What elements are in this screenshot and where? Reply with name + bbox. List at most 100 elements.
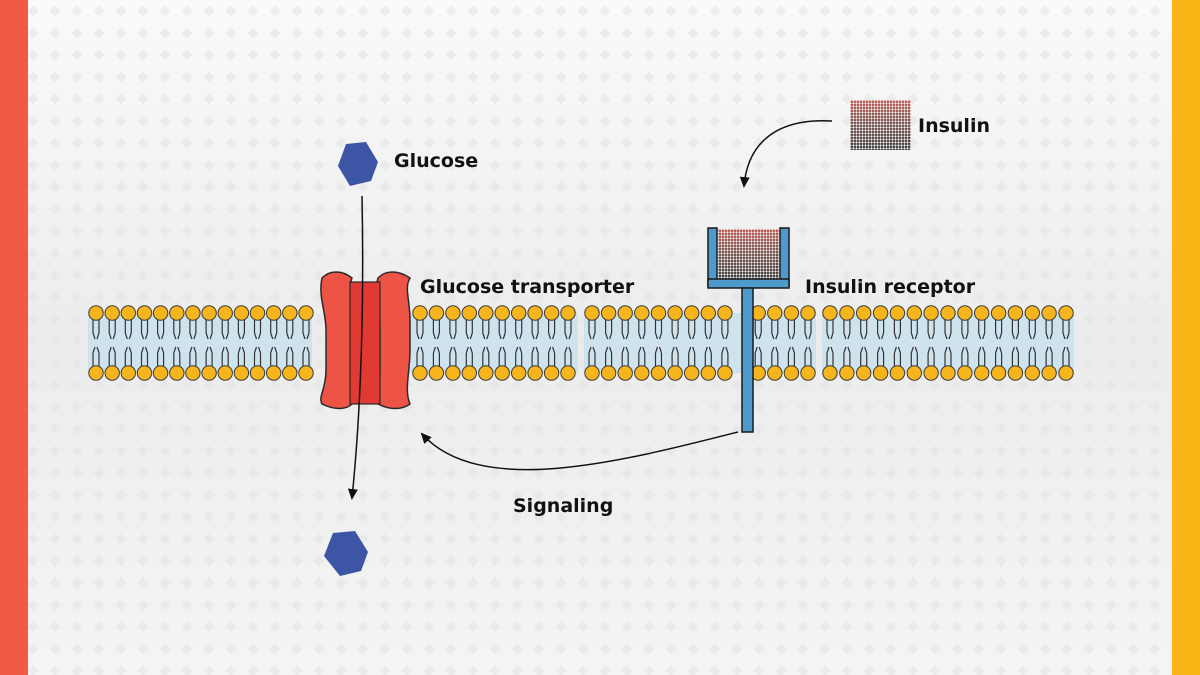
phospholipid-head — [266, 365, 282, 381]
insulin-icon — [850, 100, 911, 150]
glucose-hexagon-icon — [338, 142, 378, 186]
phospholipid-heads — [88, 305, 1074, 381]
membrane-segment-2 — [408, 313, 578, 373]
phospholipid-head — [282, 365, 298, 381]
phospholipid-head — [169, 365, 185, 381]
phospholipid-head — [428, 365, 445, 381]
phospholipid-head — [233, 305, 250, 321]
phospholipid-head — [974, 305, 990, 321]
phospholipid-head — [201, 365, 217, 381]
glucose-transporter — [320, 271, 412, 410]
phospholipid-head — [650, 365, 667, 381]
phospholipid-head — [201, 305, 217, 321]
phospholipid-head — [940, 365, 956, 381]
phospholipid-head — [822, 365, 838, 381]
phospholipid-head — [104, 305, 120, 321]
phospholipid-head — [957, 305, 973, 321]
phospholipid-head — [543, 365, 560, 381]
phospholipid-head — [511, 305, 527, 321]
phospholipid-head — [584, 365, 600, 381]
phospholipid-head — [990, 365, 1007, 381]
phospholipid-head — [906, 305, 922, 321]
phospholipid-head — [282, 305, 298, 321]
phospholipid-head — [700, 365, 716, 381]
phospholipid-head — [233, 365, 250, 381]
phospholipid-head — [856, 365, 872, 381]
phospholipid-head — [461, 305, 477, 321]
phospholipid-head — [617, 305, 633, 321]
phospholipid-head — [120, 305, 137, 321]
phospholipid-head — [783, 305, 800, 321]
phospholipid-head — [298, 305, 314, 321]
glucose-inside-cell-icon — [324, 531, 368, 576]
phospholipid-head — [249, 305, 266, 321]
bound-insulin-icon — [718, 229, 779, 279]
phospholipid-head — [906, 365, 922, 381]
phospholipid-head — [684, 365, 700, 381]
phospholipid-head — [412, 305, 428, 321]
phospholipid-head — [249, 365, 266, 381]
right-accent-bar — [1172, 0, 1200, 675]
phospholipid-head — [1024, 365, 1041, 381]
phospholipid-head — [478, 365, 494, 381]
phospholipid-head — [839, 305, 855, 321]
phospholipid-head — [560, 305, 576, 321]
phospholipid-head — [839, 365, 855, 381]
phospholipid-head — [185, 305, 201, 321]
phospholipid-head — [1041, 365, 1057, 381]
phospholipid-head — [872, 305, 889, 321]
insulin-receptor-label: Insulin receptor — [805, 276, 976, 298]
insulin-label: Insulin — [918, 115, 990, 137]
phospholipid-head — [494, 365, 510, 381]
phospholipid-head — [684, 305, 700, 321]
phospholipid-head — [957, 365, 973, 381]
signaling-label: Signaling — [513, 495, 614, 517]
phospholipid-head — [1058, 305, 1074, 321]
signaling-arrow — [420, 431, 739, 471]
phospholipid-head — [634, 305, 650, 321]
phospholipid-head — [650, 305, 667, 321]
phospholipid-head — [822, 305, 838, 321]
phospholipid-head — [1007, 305, 1024, 321]
insulin-binding-arrow — [739, 120, 833, 188]
phospholipid-head — [266, 305, 282, 321]
phospholipid-head — [1058, 365, 1074, 381]
phospholipid-head — [412, 365, 428, 381]
phospholipid-head — [990, 305, 1007, 321]
phospholipid-head — [104, 365, 120, 381]
phospholipid-head — [88, 305, 104, 321]
phospholipid-head — [511, 365, 527, 381]
phospholipid-head — [634, 365, 650, 381]
phospholipid-head — [152, 305, 169, 321]
phospholipid-head — [560, 365, 576, 381]
phospholipid-head — [923, 365, 939, 381]
phospholipid-head — [1041, 305, 1057, 321]
phospholipid-head — [856, 305, 872, 321]
glucose-label: Glucose — [394, 150, 479, 172]
insulin-receptor — [707, 227, 790, 433]
phospholipid-head — [543, 305, 560, 321]
phospholipid-head — [494, 305, 510, 321]
phospholipid-head — [428, 305, 445, 321]
phospholipid-head — [584, 305, 600, 321]
phospholipid-head — [217, 305, 233, 321]
phospholipid-head — [1024, 305, 1041, 321]
phospholipid-head — [217, 365, 233, 381]
phospholipid-head — [152, 365, 169, 381]
phospholipid-head — [717, 365, 733, 381]
phospholipid-head — [445, 305, 461, 321]
phospholipid-head — [120, 365, 137, 381]
phospholipid-head — [461, 365, 477, 381]
phospholipid-head — [527, 305, 543, 321]
glucose-path-arrow — [347, 195, 364, 500]
phospholipid-head — [767, 365, 783, 381]
phospholipid-head — [185, 365, 201, 381]
phospholipid-head — [298, 365, 314, 381]
phospholipid-head — [169, 305, 185, 321]
phospholipid-head — [889, 305, 906, 321]
phospholipid-head — [872, 365, 889, 381]
cell-membrane — [88, 305, 1074, 381]
phospholipid-head — [974, 365, 990, 381]
phospholipid-head — [700, 305, 716, 321]
